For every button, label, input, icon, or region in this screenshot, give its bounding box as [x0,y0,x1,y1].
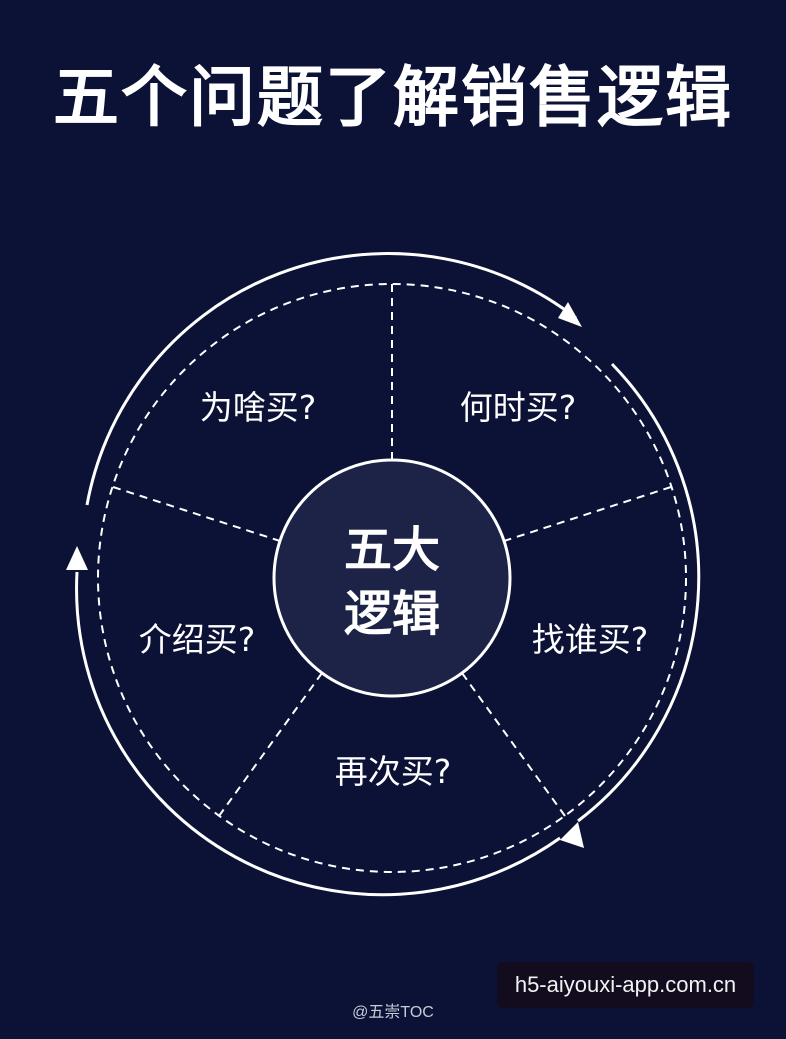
center-label-line2: 逻辑 [344,586,440,642]
segment-label-when: 何时买? [460,388,577,427]
inner-dashed-circle [97,283,687,873]
outer-arc-upper [85,252,577,506]
center-label-line1: 五大 [344,522,440,578]
watermark-badge: h5-aiyouxi-app.com.cn [497,962,754,1008]
outer-cycle-arrow [66,252,701,897]
outer-arc-lower [75,571,561,897]
arrow-head-bottom-right-icon [560,822,584,848]
segment-label-again: 再次买? [335,752,452,791]
divider-left [112,486,281,542]
segment-label-who: 找谁买? [532,620,649,659]
segment-label-why: 为啥买? [200,388,317,427]
segment-dividers [112,284,672,817]
arrow-head-top-right-icon [558,302,582,327]
divider-right [503,486,672,542]
center-circle [272,458,512,698]
page-title: 五个问题了解销售逻辑 [53,59,733,136]
arrow-head-left-icon [66,546,88,570]
segment-label-referral: 介绍买? [139,620,256,659]
author-credit: @五崇TOC [352,1004,434,1021]
divider-bottom-left [218,672,323,817]
divider-bottom-right [461,672,566,817]
outer-arc-right [577,362,701,823]
